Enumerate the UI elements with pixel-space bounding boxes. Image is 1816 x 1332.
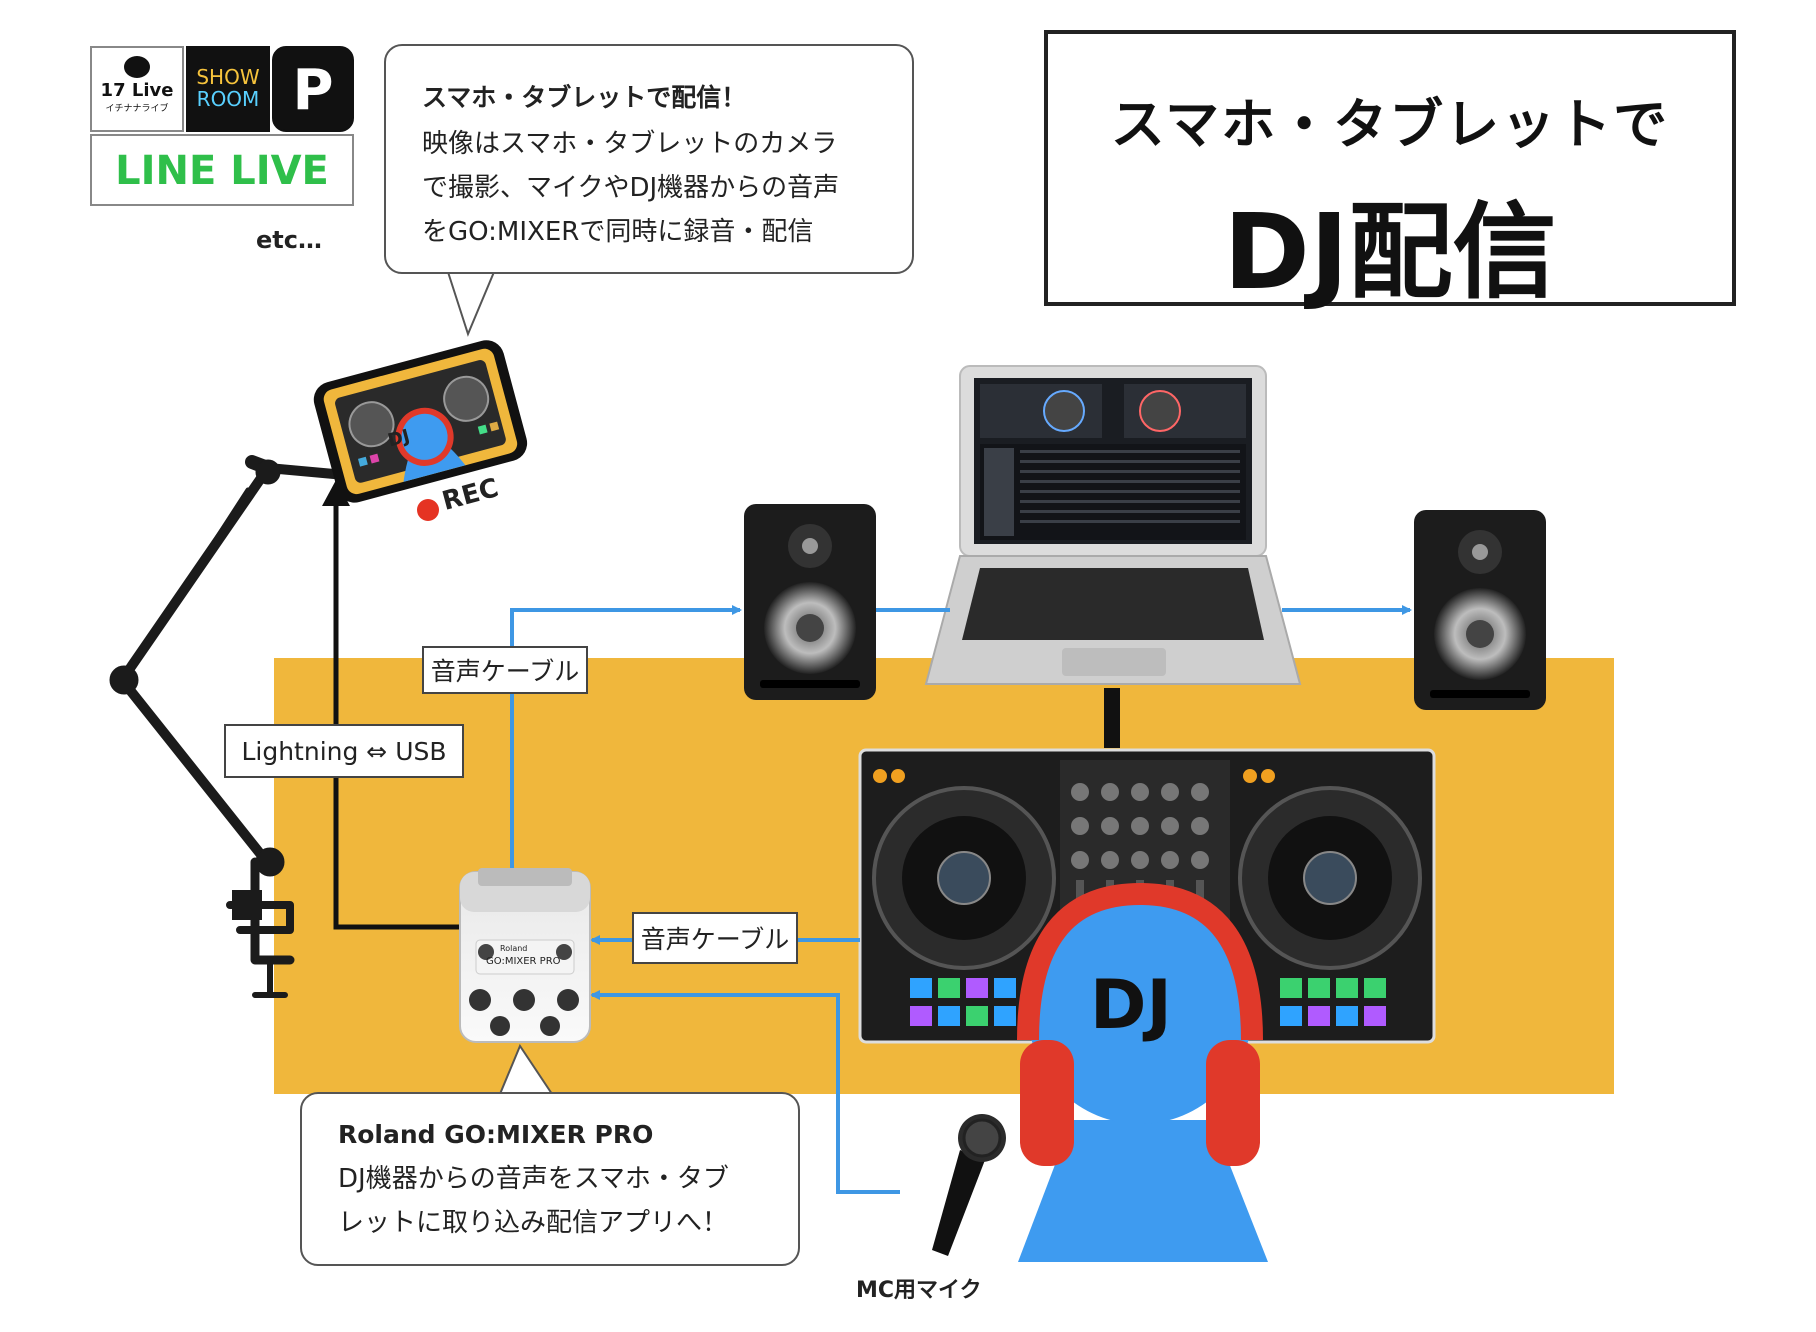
mic-label: MC用マイク [856,1278,982,1303]
mic-arm-stand [109,455,350,998]
17live-text: 17 Live [100,80,174,101]
laptop-stand [1104,688,1120,748]
cable-label-lightning: Lightning ⇔ USB [224,724,464,778]
bottom-bubble-line: レットに取り込み配信アプリへ！ [338,1208,729,1238]
top-bubble-line: 映像はスマホ・タブレットのカメラ [422,129,838,159]
top-bubble-heading: スマホ・タブレットで配信！ [422,83,747,112]
cable-mixer-to-speaker [510,605,742,870]
showroom-line1: SHOW [196,65,260,89]
17live-sub: イチナナライブ [105,104,169,114]
title-line-2: DJ配信 [1223,191,1557,313]
bottom-speech-bubble: Roland GO:MIXER PRO DJ機器からの音声をスマホ・タブ レット… [300,1092,800,1266]
bottom-bubble-heading: Roland GO:MIXER PRO [338,1120,654,1149]
pococha-icon: P [292,58,334,123]
bottom-bubble-line: DJ機器からの音声をスマホ・タブ [338,1164,729,1194]
speaker-right [1414,510,1546,710]
mixer-model-text: GO:MIXER PRO [486,956,561,967]
top-bubble-line: で撮影、マイクやDJ機器からの音声 [422,173,840,203]
top-bubble-tail [446,271,496,337]
logos-etc-label: etc… [256,226,322,254]
mixer-brand-text: Roland [500,944,528,953]
cable-mic-to-mixer [590,990,900,1194]
line-live-text: LINE LIVE [115,148,329,194]
smartphone [313,340,528,503]
mc-microphone [932,1114,1006,1256]
top-bubble-line: をGO:MIXERで同時に録音・配信 [422,217,814,247]
logo-17live: 17 Live イチナナライブ [90,46,184,132]
person-dj-text: DJ [1090,966,1172,1045]
dj-person [1017,882,1268,1262]
showroom-line2: ROOM [196,87,260,111]
title-box: スマホ・タブレットで DJ配信 [1044,30,1736,313]
cable-label-mid: 音声ケーブル [632,912,798,964]
laptop [924,365,1302,685]
logo-pococha: P [272,46,354,132]
top-speech-bubble: スマホ・タブレットで配信！ 映像はスマホ・タブレットのカメラ で撮影、マイクやD… [384,44,914,274]
go-mixer-device [459,868,591,1043]
speaker-left [744,504,876,700]
title-line-1: スマホ・タブレットで [1110,93,1670,156]
logo-line-live: LINE LIVE [90,134,354,206]
lightning-cable [333,490,460,930]
rec-dot [417,499,439,521]
logo-showroom: SHOW ROOM [186,46,270,132]
17live-face-icon [124,56,150,78]
cable-label-top: 音声ケーブル [422,646,588,694]
